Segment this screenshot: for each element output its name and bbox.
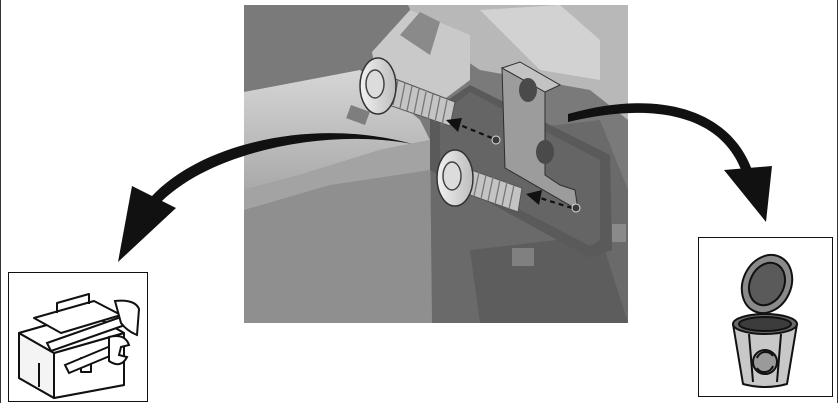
photo-background [244,5,628,323]
toolbox-icon [9,273,146,400]
bin-panel [698,237,833,397]
recycle-symbol [753,350,777,374]
toolbox-panel [8,272,148,402]
recycle-bin-icon [699,238,831,395]
